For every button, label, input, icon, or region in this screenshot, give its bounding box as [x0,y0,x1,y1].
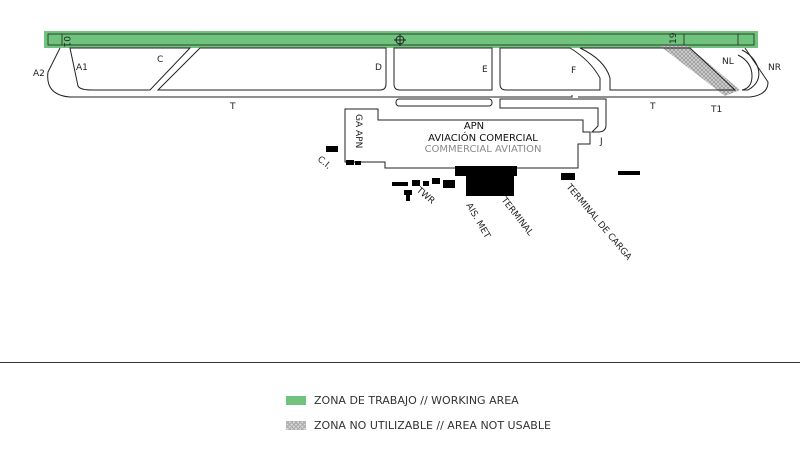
runway: 01 19 [44,31,758,48]
building-twr-1 [392,182,408,186]
aerodrome-map: 01 19 [33,31,781,263]
label-t-west: T [229,102,236,112]
legend-label-working-area: ZONA DE TRABAJO // WORKING AREA [314,393,519,407]
apron-name-en: COMMERCIAL AVIATION [425,144,542,155]
building-ais-3 [443,180,455,188]
apron-code: APN [464,121,484,132]
label-nr: NR [768,63,781,73]
label-twr: TWR [413,185,436,207]
label-ci: C.I. [315,155,333,172]
building-ci-3 [355,161,361,165]
label-nl: NL [722,57,734,67]
runway-threshold-01: 01 [61,36,71,47]
label-ais-met: AIS. MET [463,202,492,241]
label-j: J [599,137,603,147]
building-terminal-main [466,170,514,196]
label-c: C [157,55,163,65]
label-a1: A1 [76,63,88,73]
building-ais-2 [432,178,440,184]
runway-threshold-19: 19 [669,32,679,44]
taxiway-network [47,47,769,133]
vor-crosshair-icon [394,34,406,46]
taxiway-labels: A2 A1 C D E F NL NR T T T1 J [33,55,781,147]
legend: ZONA DE TRABAJO // WORKING AREA ZONA NO … [286,392,551,442]
building-cargo [561,173,575,180]
legend-item-not-usable: ZONA NO UTILIZABLE // AREA NOT USABLE [286,417,551,433]
legend-label-not-usable: ZONA NO UTILIZABLE // AREA NOT USABLE [314,418,551,432]
label-e: E [482,65,488,75]
legend-item-working-area: ZONA DE TRABAJO // WORKING AREA [286,392,551,408]
building-east [618,171,640,175]
ga-apron-label: GA APN [353,114,363,148]
label-t-east: T [649,102,656,112]
building-ci-2 [346,160,354,165]
legend-divider [0,362,800,363]
green-swatch-icon [286,395,306,405]
label-t1: T1 [710,105,722,115]
label-terminal: TERMINAL [498,195,535,238]
building-twr-2 [412,180,420,186]
building-twr-3 [404,190,412,195]
label-cargo: TERMINAL DE CARGA [563,182,634,263]
building-ais-1 [423,181,429,186]
label-d: D [375,63,382,73]
building-ci-1 [326,146,338,152]
label-a2: A2 [33,69,45,79]
commercial-apron [344,108,591,169]
buildings [326,146,640,201]
label-f: F [571,66,576,76]
hatched-swatch-icon [286,420,306,430]
apron-name-es: AVIACIÓN COMERCIAL [428,131,538,144]
not-usable-zone [660,46,740,96]
building-twr-4 [406,195,410,201]
